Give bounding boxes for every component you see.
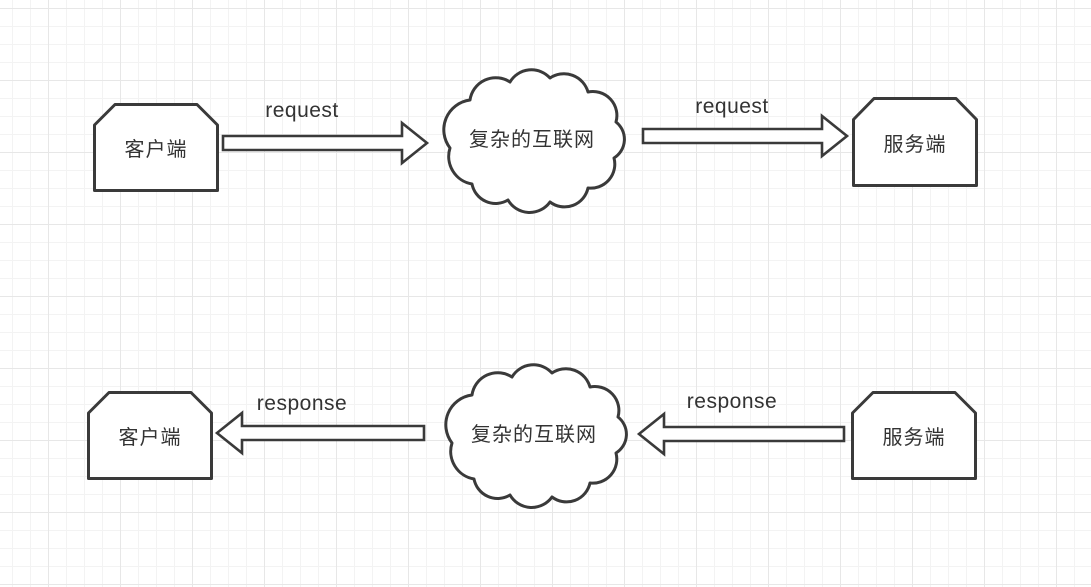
internet-cloud-top: 复杂的互联网	[430, 60, 634, 214]
client-node-top: 客户端	[93, 103, 219, 192]
block-arrow-left-icon	[636, 411, 846, 457]
client-node-label: 客户端	[118, 427, 182, 449]
cloud-shape	[442, 68, 626, 214]
response-arrow-2	[636, 411, 846, 457]
block-arrow-left-icon	[214, 410, 426, 456]
internet-cloud-label: 复杂的互联网	[469, 128, 595, 151]
request-arrow-1-label: request	[265, 99, 339, 122]
response-arrow-1-label: response	[256, 392, 348, 415]
server-node-label: 服务端	[883, 133, 947, 156]
request-arrow-2-label: request	[695, 95, 769, 118]
block-arrow-right-icon	[221, 120, 430, 166]
process-box-shape	[87, 391, 213, 480]
block-arrow-right-icon	[641, 113, 850, 159]
internet-cloud-bottom: 复杂的互联网	[432, 355, 636, 509]
internet-cloud-label: 复杂的互联网	[471, 423, 597, 446]
process-box-shape	[93, 103, 219, 192]
process-box-shape	[852, 97, 978, 187]
server-node-label: 服务端	[882, 427, 946, 449]
client-node-bottom: 客户端	[87, 391, 213, 480]
response-arrow-2-label: response	[686, 390, 778, 413]
cloud-shape	[444, 363, 628, 509]
response-arrow-1	[214, 410, 426, 456]
client-node-label: 客户端	[124, 139, 188, 161]
server-node-top: 服务端	[852, 97, 978, 187]
process-box-shape	[851, 391, 977, 480]
request-arrow-2	[641, 113, 850, 159]
server-node-bottom: 服务端	[851, 391, 977, 480]
request-arrow-1	[221, 120, 430, 166]
